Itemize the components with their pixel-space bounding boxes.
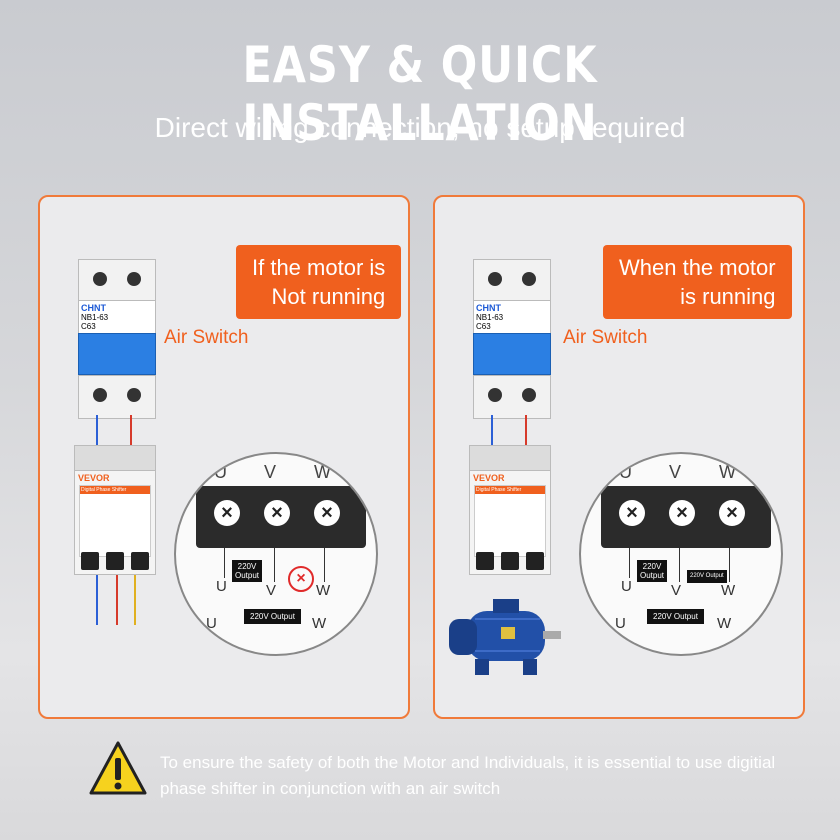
breaker-rating: C63 [81, 322, 96, 331]
digital-phase-shifter: VEVOR Digital Phase Shifter [74, 445, 156, 575]
term-w2: W [312, 615, 327, 632]
zoom-label-v: V [264, 462, 277, 482]
breaker-toggle [473, 333, 551, 375]
term-w1: W [721, 582, 736, 599]
output-small-label: 220V Output [687, 570, 727, 583]
callout-line-2: is running [680, 284, 776, 309]
shifter-brand: VEVOR [473, 473, 505, 483]
breaker-brand: CHNT [476, 303, 501, 313]
air-switch-label: Air Switch [563, 327, 648, 348]
term-w1: W [316, 582, 331, 599]
term-v1: V [266, 582, 277, 599]
panel-motor-running: When the motor is running Air Switch CHN… [433, 195, 805, 719]
zoom-label-w: W [719, 462, 736, 482]
shifter-brand: VEVOR [78, 473, 110, 483]
callout-not-running: If the motor is Not running [236, 245, 402, 319]
zoom-label-v: V [669, 462, 682, 482]
air-switch-breaker: CHNT NB1-63 C63 [473, 259, 551, 419]
term-v1: V [671, 582, 682, 599]
callout-line-1: If the motor is [252, 255, 386, 280]
safety-warning-text: To ensure the safety of both the Motor a… [160, 753, 776, 798]
breaker-rating: C63 [476, 322, 491, 331]
breaker-toggle [78, 333, 156, 375]
terminal-screw-icon: × [619, 500, 645, 526]
term-u1: U [621, 578, 632, 595]
page-subtitle: Direct wiring connection, no setup requi… [154, 112, 686, 143]
wire-blue [96, 415, 98, 451]
zoom-label-u: U [619, 462, 632, 482]
terminal-screw-icon: × [214, 500, 240, 526]
callout-running: When the motor is running [603, 245, 792, 319]
terminal-screw-icon: × [719, 500, 745, 526]
output-wide-label: 220V Output [244, 609, 301, 624]
electric-motor-icon [449, 599, 561, 675]
air-switch-breaker: CHNT NB1-63 C63 [78, 259, 156, 419]
wire-red [130, 415, 132, 451]
callout-line-1: When the motor [619, 255, 776, 280]
panel-motor-not-running: If the motor is Not running Air Switch C… [38, 195, 410, 719]
term-u2: U [206, 615, 217, 632]
terminal-block: × × × [196, 486, 366, 548]
breaker-brand: CHNT [81, 303, 106, 313]
shifter-label-title: Digital Phase Shifter [475, 486, 545, 494]
shifter-label-title: Digital Phase Shifter [80, 486, 150, 494]
zoom-label-w: W [314, 462, 331, 482]
term-u1: U [216, 578, 227, 595]
zoom-label-u: U [214, 462, 227, 482]
terminal-screw-icon: × [314, 500, 340, 526]
term-u2: U [615, 615, 626, 632]
term-w2: W [717, 615, 732, 632]
breaker-model: NB1-63 [476, 313, 504, 322]
output-wide-label: 220V Output [647, 609, 704, 624]
air-switch-label: Air Switch [164, 327, 249, 348]
disconnected-x-icon: × [288, 566, 314, 592]
page-title: EASY & QUICK INSTALLATION [242, 36, 598, 152]
terminal-screw-icon: × [264, 500, 290, 526]
digital-phase-shifter: VEVOR Digital Phase Shifter [469, 445, 551, 575]
callout-line-2: Not running [271, 284, 386, 309]
breaker-model: NB1-63 [81, 313, 109, 322]
terminal-screw-icon: × [669, 500, 695, 526]
terminal-block: × × × [601, 486, 771, 548]
warning-triangle-icon [89, 741, 147, 795]
